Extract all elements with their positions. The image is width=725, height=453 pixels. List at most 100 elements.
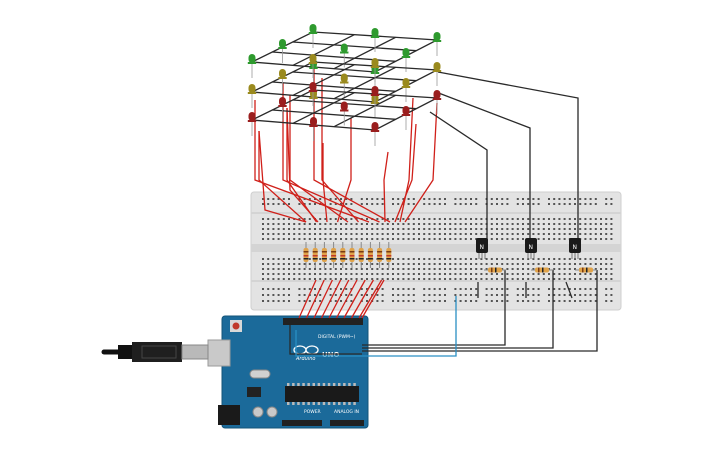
breadboard-hole — [470, 273, 472, 275]
breadboard-hole — [464, 228, 467, 230]
breadboard-hole — [563, 233, 566, 235]
breadboard-hole — [548, 198, 550, 200]
npn-transistor[interactable]: N — [525, 238, 537, 259]
breadboard-hole — [392, 288, 394, 290]
breadboard-hole — [574, 233, 576, 235]
breadboard-hole — [464, 218, 467, 220]
breadboard-hole — [345, 198, 348, 200]
breadboard-hole — [548, 278, 550, 280]
breadboard-hole — [542, 273, 545, 275]
breadboard-hole — [610, 288, 613, 290]
breadboard-hole — [532, 218, 535, 220]
led-rim — [247, 92, 257, 94]
led[interactable] — [432, 32, 442, 56]
breadboard-hole — [485, 268, 488, 270]
led[interactable] — [309, 117, 318, 141]
breadboard-hole — [589, 223, 592, 225]
led[interactable] — [308, 82, 318, 106]
breadboard-hole — [366, 263, 368, 265]
breadboard-hole — [506, 278, 509, 280]
breadboard-hole — [563, 263, 566, 265]
breadboard-hole — [605, 233, 608, 235]
breadboard-hole — [319, 263, 322, 265]
breadboard-hole — [334, 294, 337, 296]
breadboard-hole — [381, 223, 384, 225]
breadboard-hole — [568, 288, 571, 290]
breadboard-hole — [527, 223, 530, 225]
red-wire — [399, 97, 414, 223]
breadboard-hole — [402, 263, 405, 265]
led[interactable] — [247, 112, 257, 136]
breadboard-hole — [272, 233, 275, 235]
breadboard-hole — [444, 198, 446, 200]
breadboard-hole — [381, 263, 384, 265]
led[interactable] — [278, 39, 287, 63]
led[interactable] — [247, 54, 257, 78]
breadboard[interactable] — [250, 191, 622, 311]
breadboard-hole — [506, 218, 509, 220]
led[interactable] — [340, 73, 349, 98]
breadboard-hole — [355, 258, 358, 260]
breadboard-hole — [423, 288, 426, 290]
led-body — [340, 43, 348, 53]
led-body — [279, 39, 286, 48]
led-body — [402, 78, 410, 87]
breadboard-hole — [516, 218, 519, 220]
led[interactable] — [340, 43, 349, 68]
led-body — [402, 48, 410, 57]
chip-pin — [338, 383, 341, 386]
breadboard-hole — [423, 300, 426, 302]
breadboard-hole — [563, 258, 566, 260]
breadboard-hole — [407, 223, 410, 225]
led[interactable] — [432, 90, 442, 114]
led[interactable] — [401, 106, 411, 130]
resistor-band — [349, 251, 355, 253]
npn-transistor[interactable]: N — [476, 238, 488, 259]
led[interactable] — [432, 62, 442, 86]
led[interactable] — [370, 28, 380, 52]
led[interactable] — [370, 58, 380, 82]
led-rim — [247, 62, 257, 64]
reset-button[interactable] — [232, 322, 240, 330]
breadboard-hole — [381, 258, 384, 260]
led-cube[interactable] — [247, 24, 442, 146]
breadboard-hole — [308, 198, 311, 200]
breadboard-hole — [444, 263, 446, 265]
layer-grid-line — [292, 99, 417, 110]
led-rim — [401, 86, 411, 88]
led[interactable] — [401, 48, 411, 72]
led[interactable] — [370, 122, 380, 146]
led[interactable] — [308, 24, 318, 48]
breadboard-hole — [438, 198, 441, 200]
breadboard-hole — [470, 294, 472, 296]
breadboard-hole — [360, 223, 363, 225]
breadboard-hole — [553, 258, 556, 260]
breadboard-hole — [553, 300, 556, 302]
led[interactable] — [278, 97, 287, 121]
led[interactable] — [370, 86, 380, 110]
breadboard-hole — [522, 273, 524, 275]
breadboard-hole — [412, 288, 415, 290]
resistor-band — [367, 251, 373, 253]
led[interactable] — [247, 84, 257, 108]
led[interactable] — [278, 69, 287, 93]
breadboard-hole — [568, 228, 571, 230]
breadboard-hole — [303, 233, 306, 235]
breadboard-hole — [574, 300, 576, 302]
led[interactable] — [308, 54, 318, 78]
led[interactable] — [401, 78, 411, 102]
breadboard-hole — [501, 238, 504, 240]
power-jack — [218, 405, 240, 425]
breadboard-hole — [345, 263, 348, 265]
npn-transistor[interactable]: N — [569, 238, 581, 259]
resistor-band — [386, 258, 392, 260]
led-rim — [278, 47, 287, 49]
arduino-uno-board[interactable]: DIGITAL (PWM~) Arduino UNO POWER ANALOG … — [207, 315, 369, 429]
breadboard-hole — [610, 258, 613, 260]
led[interactable] — [340, 101, 349, 126]
breadboard-hole — [610, 203, 613, 205]
breadboard-hole — [594, 258, 597, 260]
breadboard-hole — [381, 198, 384, 200]
breadboard-hole — [501, 218, 504, 220]
breadboard-hole — [433, 238, 436, 240]
